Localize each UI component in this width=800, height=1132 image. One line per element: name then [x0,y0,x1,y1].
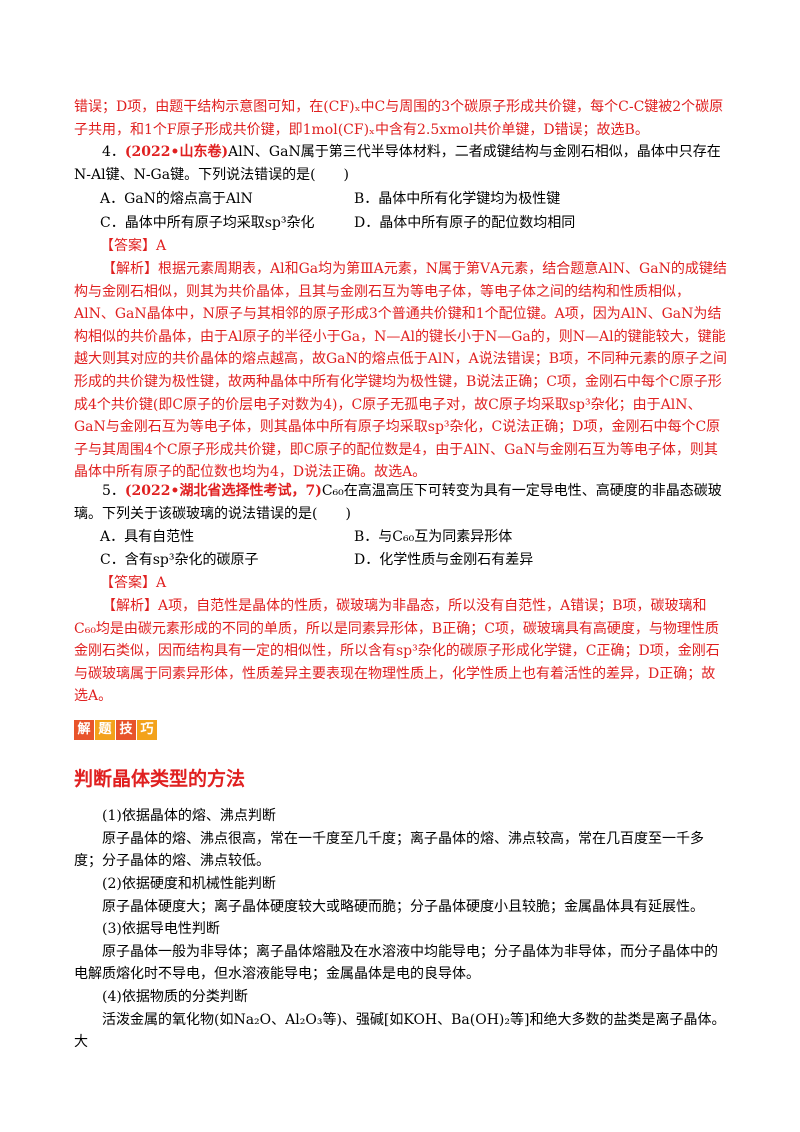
question-4-option-c: C．晶体中所有原子均采取sp³杂化 [100,215,315,231]
question-4-source: (2022•山东卷) [124,144,229,160]
question-4-answer: 【答案】A [100,238,167,254]
question-5-text: C₆₀在高温高压下可转变为具有一定导电性、高硬度的非晶态碳玻璃。下列关于该碳玻璃… [74,483,722,522]
question-5-option-d: D．化学性质与金刚石有差异 [354,552,534,568]
question-4-explanation: 【解析】根据元素周期表，Al和Ga均为第ⅢA元素，N属于第ⅤA元素，结合题意Al… [74,261,728,481]
question-5-answer: 【答案】A [100,575,167,591]
question-4-number: 4． [102,144,125,160]
method-point-4-title: (4)依据物质的分类判断 [102,989,248,1005]
question-5-source: (2022•湖北省选择性考试，7) [124,483,322,499]
question-5-number: 5． [102,483,125,499]
method-point-1-title: (1)依据晶体的熔、沸点判断 [102,808,276,824]
question-5-stem: 5．(2022•湖北省选择性考试，7)C₆₀在高温高压下可转变为具有一定导电性、… [74,480,728,525]
question-5-option-b: B．与C₆₀互为同素异形体 [354,529,513,545]
method-point-3-text: 原子晶体一般为非导体；离子晶体熔融及在水溶液中均能导电；分子晶体为非导体，而分子… [74,944,718,982]
question-4-option-d: D．晶体中所有原子的配位数均相同 [354,215,576,231]
method-point-1-text: 原子晶体的熔、沸点很高，常在一千度至几千度；离子晶体的熔、沸点较高，常在几百度至… [74,831,704,869]
method-point-2-title: (2)依据硬度和机械性能判断 [102,876,276,892]
section-heading: 判断晶体类型的方法 [74,768,246,790]
question-4-option-b: B．晶体中所有化学键均为极性键 [354,191,561,207]
tips-badge-char-4: 巧 [137,720,157,740]
question-4-stem: 4．(2022•山东卷)AlN、GaN属于第三代半导体材料，二者成键结构与金刚石… [74,141,728,186]
question-4-option-a: A．GaN的熔点高于AlN [100,191,253,207]
tips-badge-char-2: 题 [95,720,115,740]
tips-badge-char-3: 技 [116,720,136,740]
question-4-text: AlN、GaN属于第三代半导体材料，二者成键结构与金刚石相似，晶体中只存在N-A… [74,144,721,183]
question-5-option-c: C．含有sp³杂化的碳原子 [100,552,259,568]
method-point-3-title: (3)依据导电性判断 [102,921,220,937]
question-5-explanation: 【解析】A项，自范性是晶体的性质，碳玻璃为非晶态，所以没有自范性，A错误；B项，… [74,598,720,705]
tips-badge-char-1: 解 [74,720,94,740]
method-point-2-text: 原子晶体硬度大；离子晶体硬度较大或略硬而脆；分子晶体硬度小且较脆；金属晶体具有延… [102,899,704,915]
method-point-4-text: 活泼金属的氧化物(如Na₂O、Al₂O₃等)、强碱[如KOH、Ba(OH)₂等]… [74,1012,726,1050]
question-5-option-a: A．具有自范性 [100,529,195,545]
prev-explanation-continued: 错误；D项，由题干结构示意图可知，在(CF)ₓ中C与周围的3个碳原子形成共价键，… [74,99,724,138]
